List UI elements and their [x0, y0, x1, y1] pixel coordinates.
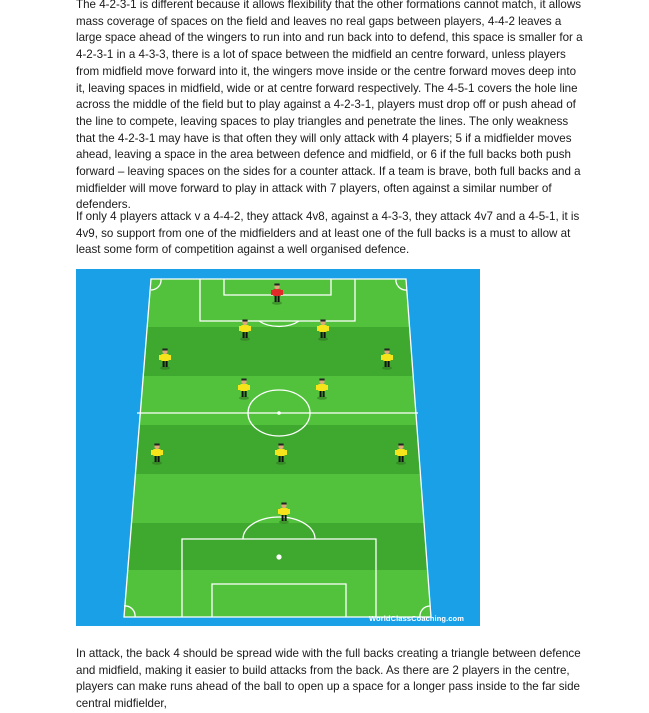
pitch-surface: [124, 279, 431, 617]
penalty-spot: [276, 554, 282, 560]
pitch-markings: [123, 278, 432, 618]
paragraph-attack-shape: In attack, the back 4 should be spread w…: [76, 647, 581, 711]
pitch-graphic: [123, 278, 432, 618]
centre-spot: [277, 411, 281, 415]
paragraph-attack-numbers: If only 4 players attack v a 4-4-2, they…: [76, 210, 580, 257]
watermark-text: WorldClassCoaching.com: [369, 614, 464, 623]
paragraph-formation-comparison: The 4-2-3-1 is different because it allo…: [76, 0, 583, 212]
formation-diagram: WorldClassCoaching.com: [76, 269, 480, 626]
